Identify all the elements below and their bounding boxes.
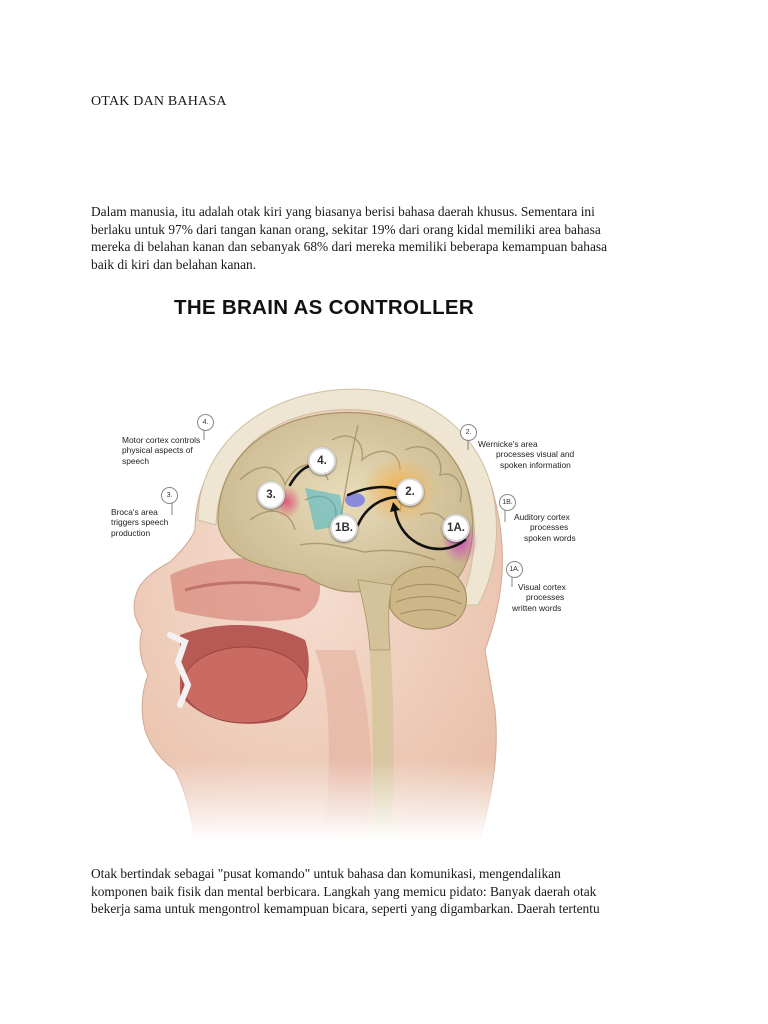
callout-line: Motor cortex controls [122,435,201,445]
callout-motor-cortex: Motor cortex controls physical aspects o… [122,435,200,466]
tongue [182,646,308,724]
callout-visual-cortex: Visual cortex processes written words [512,582,566,613]
callout-line: Visual cortex [518,582,566,592]
figure-title: THE BRAIN AS CONTROLLER [174,296,474,319]
callout-line: Auditory cortex [514,512,570,522]
callout-line: Broca's area [111,507,158,517]
callout-line: processes visual and [496,449,575,460]
callout-line: triggers speech [111,517,169,528]
marker-4: 4. [308,447,336,475]
bottom-fade [100,760,600,840]
brainstem [357,579,393,651]
skull [197,388,497,606]
marker-3: 3. [257,481,285,509]
teeth [167,632,192,708]
callout-number-4: 4. [197,414,214,431]
callout-line: processes [526,592,565,603]
cerebellum [389,566,467,630]
callout-line: processes [530,522,569,533]
callout-number-3: 3. [161,487,178,504]
callout-line: speech [122,455,150,466]
brain-illustration [100,388,600,840]
callout-number-1a: 1A. [506,561,523,578]
nasal-cavity [170,558,320,622]
callout-line: spoken words [524,532,576,543]
callout-number-1b: 1B. [499,494,516,511]
intro-paragraph: Dalam manusia, itu adalah otak kiri yang… [91,203,691,273]
cerebellum-folds [395,583,463,617]
callout-line: written words [512,602,562,613]
paragraph-line: mereka di belahan kanan dan sebanyak 68%… [91,239,608,255]
callout-line: spoken information [500,459,571,470]
nasal-turbinate [184,581,301,592]
auditory-region [345,493,365,507]
callout-wernicke-area: Wernicke's area processes visual and spo… [478,439,574,470]
callout-auditory-cortex: Auditory cortex processes spoken words [514,512,576,543]
paragraph-line: bekerja sama untuk mengontrol kemampuan … [91,901,600,917]
paragraph-line: Dalam manusia, itu adalah otak kiri yang… [91,204,595,219]
callout-broca-area: Broca's area triggers speech production [111,507,168,538]
marker-2: 2. [396,478,424,506]
callout-line: Wernicke's area [478,439,538,449]
paragraph-line: komponen baik fisik dan mental berbicara… [91,883,597,899]
paragraph-line: Otak bertindak sebagai "pusat komando" u… [91,866,561,881]
marker-1a: 1A. [442,514,470,542]
callout-line: physical aspects of [122,445,193,456]
page-title: OTAK DAN BAHASA [91,94,227,109]
marker-1b: 1B. [330,514,358,542]
paragraph-line: baik di kiri dan belahan kanan. [91,256,257,272]
callout-number-2: 2. [460,424,477,441]
callout-line: production [111,527,151,538]
brain-figure: THE BRAIN AS CONTROLLER 4. Motor cortex … [100,290,600,840]
paragraph-line: berlaku untuk 97% dari tangan kanan oran… [91,221,601,237]
body-paragraph: Otak bertindak sebagai "pusat komando" u… [91,865,691,918]
